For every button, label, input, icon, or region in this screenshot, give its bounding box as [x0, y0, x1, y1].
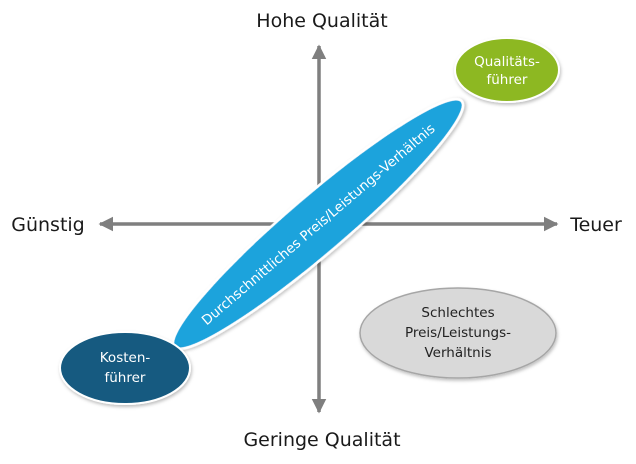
quality-leader-line2: führer — [487, 72, 528, 88]
cost-leader-line2: führer — [105, 370, 146, 386]
axis-label-top: Hohe Qualität — [256, 10, 387, 32]
axis-label-left: Günstig — [11, 214, 85, 236]
bad-value-line2: Preis/Leistungs- — [405, 325, 511, 341]
quality-leader-line1: Qualitäts- — [474, 54, 540, 70]
bad-value-line3: Verhältnis — [424, 345, 491, 361]
axis-label-bottom: Geringe Qualität — [243, 429, 400, 451]
axis-label-right: Teuer — [569, 214, 622, 236]
quality-leader-bubble: Qualitäts- führer — [454, 37, 560, 103]
cost-leader-line1: Kosten- — [100, 350, 151, 366]
bad-value-bubble: Schlechtes Preis/Leistungs- Verhältnis — [359, 287, 557, 379]
cost-leader-bubble: Kosten- führer — [59, 331, 191, 405]
bad-value-line1: Schlechtes — [421, 305, 494, 321]
